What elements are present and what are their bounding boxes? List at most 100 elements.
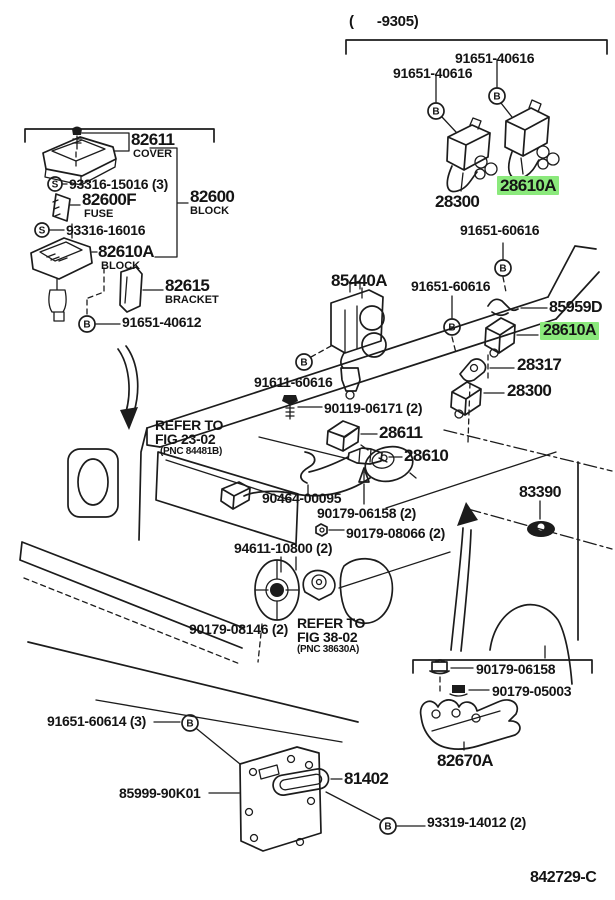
svg-text:B: B <box>448 323 455 334</box>
svg-text:B: B <box>493 92 500 103</box>
firewall-parts <box>254 551 451 663</box>
wire-90464-glyph <box>300 451 316 497</box>
sensor-83390-glyph <box>527 500 555 537</box>
screw-marker-icon: S <box>47 176 63 192</box>
bolt-marker-icon: B <box>78 315 96 333</box>
clamp-28317-glyph <box>459 358 515 382</box>
refer-note-2-line1: REFER TO <box>297 615 366 631</box>
clamp-82670a-glyph <box>419 699 521 751</box>
refer-note-2-line2: FIG 38-02 <box>297 629 358 645</box>
part-label-82600f-sub: FUSE <box>84 208 114 220</box>
part-label-90179-08146: 90179-08146 (2) <box>189 621 289 637</box>
svg-text:B: B <box>499 264 506 275</box>
part-label-90179-05003: 90179-05003 <box>492 683 572 699</box>
part-label-91651-40616-a: 91651-40616 <box>393 65 473 81</box>
svg-text:B: B <box>300 358 307 369</box>
part-label-94611-10800: 94611-10800 (2) <box>234 540 333 556</box>
bolt-marker-icon: B <box>427 102 445 120</box>
sensor-28300-glyph <box>450 381 505 419</box>
header-range-note: ( -9305) <box>349 13 419 30</box>
bottom-right-detail <box>412 645 593 751</box>
part-label-82611-sub: COVER <box>133 148 173 160</box>
part-label-28611: 28611 <box>379 423 423 442</box>
refer-note-1-line3: (PNC 84481B) <box>160 446 222 457</box>
relay-28611-glyph <box>326 420 378 452</box>
bolt-marker-icon: B <box>295 353 313 371</box>
car-body-outline <box>19 245 613 743</box>
refer-note-1-line1: REFER TO <box>155 417 224 433</box>
svg-text:B: B <box>384 822 391 833</box>
part-label-82600-sub: BLOCK <box>190 205 230 217</box>
part-label-91651-60614: 91651-60614 (3) <box>47 713 147 729</box>
bottom-left-plate <box>153 721 426 852</box>
nut-08066-glyph <box>315 523 345 537</box>
part-label-28300-top: 28300 <box>435 192 480 211</box>
svg-text:B: B <box>186 719 193 730</box>
part-label-82600f: 82600F <box>82 190 137 209</box>
circle-markers: B B B B B B B B S S <box>34 87 512 835</box>
long-arrow <box>450 502 478 652</box>
part-label-91611-60616: 91611-60616 <box>254 374 333 390</box>
fusible-link-glyph <box>52 193 81 222</box>
part-label-82610a-left-sub: BLOCK <box>101 260 141 272</box>
bolt-marker-icon: B <box>181 714 199 732</box>
nut-06158-glyph <box>429 659 474 675</box>
svg-text:B: B <box>83 320 90 331</box>
part-label-93316-15016: 93316-15016 (3) <box>69 176 169 192</box>
part-label-90179-08066: 90179-08066 (2) <box>346 525 446 541</box>
fuse-block-assembly <box>30 126 189 325</box>
relay-glyph-right <box>504 99 560 180</box>
part-label-83390: 83390 <box>519 484 562 501</box>
refer-note-2-line3: (PNC 38630A) <box>297 644 359 655</box>
part-label-28300-mid: 28300 <box>507 381 552 400</box>
part-label-85959d: 85959D <box>549 299 603 316</box>
bracket-82615-glyph <box>119 266 164 313</box>
part-label-91651-40612: 91651-40612 <box>122 314 202 330</box>
relay-block-glyph <box>30 237 98 322</box>
nut-05003-glyph <box>449 685 490 697</box>
clip-85959-glyph <box>487 298 548 317</box>
svg-text:S: S <box>52 180 59 191</box>
part-label-28610: 28610 <box>404 446 449 465</box>
screw-marker-icon: S <box>34 222 50 238</box>
part-label-90119-06171: 90119-06171 (2) <box>324 400 423 416</box>
part-label-82600: 82600 <box>190 187 235 206</box>
sensor-28610-glyph <box>308 447 403 473</box>
part-label-93319-14012: 93319-14012 (2) <box>427 814 527 830</box>
svg-text:B: B <box>432 107 439 118</box>
group-bracket-top-right <box>345 39 608 55</box>
horn-94611-glyph <box>302 551 451 601</box>
switch-fig2302-glyph <box>220 436 417 510</box>
clip-06158-glyph <box>358 467 370 505</box>
sensor-28610a-glyph <box>484 317 539 358</box>
group-bracket-top-left <box>24 128 215 143</box>
part-label-82610a-left: 82610A <box>98 242 155 261</box>
part-label-85440a: 85440A <box>331 271 388 290</box>
part-label-81402: 81402 <box>344 769 389 788</box>
relay-glyph-left <box>446 117 498 193</box>
flasher-assembly-85440a <box>310 280 387 400</box>
part-label-82615: 82615 <box>165 276 210 295</box>
right-mid-sensors <box>450 242 548 443</box>
part-label-82615-sub: BRACKET <box>165 294 219 306</box>
part-label-28317: 28317 <box>517 355 562 374</box>
bolt-marker-icon: B <box>494 259 512 277</box>
part-label-91651-60616-top: 91651-60616 <box>460 222 540 238</box>
part-label-85999-90k01: 85999-90K01 <box>119 785 201 801</box>
switch-81402-glyph <box>272 768 330 796</box>
part-label-91651-60616-left: 91651-60616 <box>411 278 491 294</box>
part-label-82670a: 82670A <box>437 751 494 770</box>
svg-text:S: S <box>39 226 46 237</box>
part-label-91651-40616-b: 91651-40616 <box>455 50 535 66</box>
bolt-marker-icon: B <box>443 318 461 336</box>
part-label-90464-00095: 90464-00095 <box>262 490 342 506</box>
part-label-82611: 82611 <box>131 130 175 149</box>
bolt-marker-icon: B <box>488 87 506 105</box>
document-code: 842729-C <box>530 869 597 886</box>
refer-note-1-line2: FIG 23-02 <box>155 431 216 447</box>
part-label-90179-06158-mid: 90179-06158 (2) <box>317 505 417 521</box>
center-small-parts <box>220 395 417 573</box>
bolt-90119-glyph <box>282 395 323 420</box>
part-label-90179-06158-br: 90179-06158 <box>476 661 556 677</box>
